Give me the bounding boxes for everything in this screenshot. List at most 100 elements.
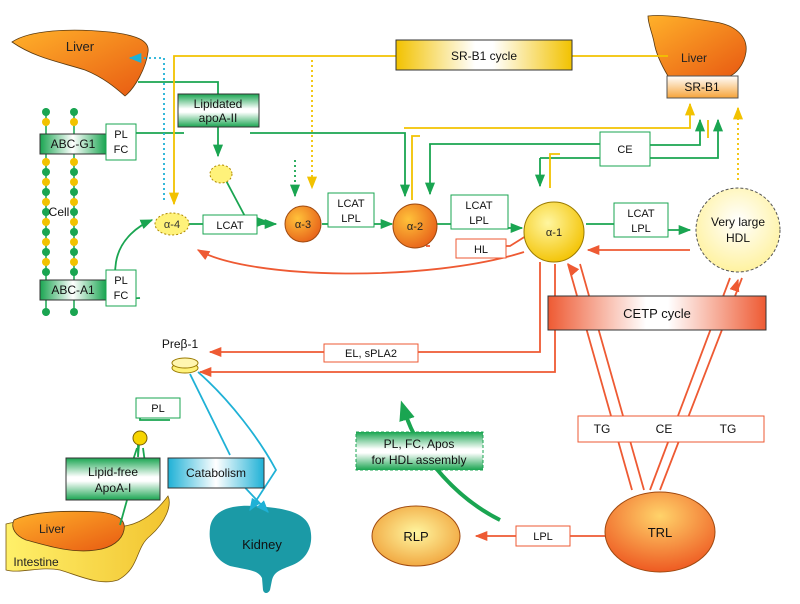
lcat-lpl-box-1: LCAT LPL [327,192,375,228]
cetp-cycle-label: CETP cycle [623,306,691,321]
lipid-free-apoa1-box: Lipid-free ApoA-I [65,457,161,501]
lipid-head [70,208,78,216]
lipid-head [70,248,78,256]
alpha1-particle: α-1 [523,201,585,263]
pl-fc-g1-line2: FC [114,144,129,156]
ce-top-label: CE [617,144,632,156]
lipid-free-line2: ApoA-I [95,481,132,495]
lipid-head [42,168,50,176]
alpha4-label: α-4 [164,219,180,231]
abc-g1-receptor: ABC-G1 [39,133,107,155]
very-large-hdl-line2: HDL [726,231,750,245]
lpl-bottom-box: LPL [515,525,571,547]
lipid-free-particle [132,430,148,446]
lipid-head [42,258,50,266]
lcat-lpl-1-line2: LPL [341,213,361,225]
lipid-head [42,228,50,236]
lipid-head [70,218,78,226]
ce-mid-label: CE [656,422,673,436]
lipid-free-line1: Lipid-free [88,465,138,479]
hdl-assembly-line1: PL, FC, Apos [384,437,455,451]
ce-top-box: CE [599,131,651,167]
tg-ce-tg-box: TG CE TG [577,415,765,443]
lpl-bottom-label: LPL [533,531,553,543]
kidney-organ: Kidney [209,505,312,593]
lipid-head [42,118,50,126]
lipidated-apoa2-line2: apoA-II [199,111,238,125]
catabolism-label: Catabolism [186,466,246,480]
lipid-head [42,188,50,196]
yellow-pathways [168,55,744,206]
cell-label: Cell [49,205,70,219]
intestine-label: Intestine [13,555,59,569]
liver-label-top-right: Liver [681,51,707,65]
prebeta1-particle: Preβ-1 [162,337,199,374]
lipidated-apoa2-line1: Lipidated [194,97,243,111]
pl-fc-a1-line2: FC [114,290,129,302]
lipid-head [42,208,50,216]
pl-small-label: PL [151,403,164,415]
sr-b1-receptor: SR-B1 [666,75,739,99]
lcat-box-1: LCAT [202,214,258,235]
liver-label-bottom: Liver [39,522,65,536]
abc-a1-receptor: ABC-A1 [39,279,107,301]
lipid-head [42,158,50,166]
lipid-head [70,308,78,316]
trl-label: TRL [648,525,673,540]
lipid-head [42,238,50,246]
very-large-hdl-particle: Very large HDL [695,187,781,273]
lipid-head [70,188,78,196]
abc-g1-label: ABC-G1 [51,137,96,151]
hl-label: HL [474,244,488,256]
sr-b1-label: SR-B1 [684,80,720,94]
lipid-head [70,198,78,206]
lcat-lpl-3-line2: LPL [631,223,651,235]
pl-small-box: PL [135,397,181,419]
hdl-assembly-line2: for HDL assembly [372,453,467,467]
tg-left-label: TG [594,422,611,436]
red-pathways [196,235,743,542]
lipid-head [42,268,50,276]
alpha2-particle: α-2 [392,203,438,249]
lipid-head [70,158,78,166]
alpha1-label: α-1 [546,227,562,239]
abc-a1-label: ABC-A1 [51,283,95,297]
lipid-head [42,108,50,116]
lipid-head [42,308,50,316]
alpha3-label: α-3 [295,219,311,231]
liver-top-right: Liver [647,15,747,77]
lcat-lpl-2-line2: LPL [469,215,489,227]
lipid-head [70,268,78,276]
lipid-head [70,108,78,116]
very-large-hdl-line1: Very large [711,215,765,229]
lcat-lpl-2-line1: LCAT [465,200,493,212]
pl-fc-g1-line1: PL [114,129,127,141]
lipid-head [42,248,50,256]
alpha2-label: α-2 [407,221,423,233]
lipid-head [70,118,78,126]
lipid-head [70,228,78,236]
alpha3-particle: α-3 [284,205,322,243]
lipid-head [70,238,78,246]
alpha4-particle: α-4 [154,212,190,236]
prebeta1-label: Preβ-1 [162,337,199,351]
sr-b1-cycle-label: SR-B1 cycle [451,49,517,63]
lcat-label-1: LCAT [216,220,244,232]
lipid-head [42,178,50,186]
lcat-lpl-3-line1: LCAT [627,208,655,220]
pl-fc-a1-line1: PL [114,275,127,287]
kidney-label: Kidney [242,537,282,552]
lipid-head [70,178,78,186]
el-spla2-box: EL, sPLA2 [323,343,419,363]
liver-bottom: Liver [12,510,125,552]
hdl-assembly-box: PL, FC, Apos for HDL assembly [355,431,484,471]
lcat-lpl-1-line1: LCAT [337,198,365,210]
hdl-assembly-arrow [399,400,501,522]
lcat-lpl-box-2: LCAT LPL [450,194,509,230]
lipidated-apoa2-particle [209,164,233,184]
hl-box: HL [455,238,507,259]
lcat-lpl-box-3: LCAT LPL [613,202,669,238]
el-spla2-label: EL, sPLA2 [345,348,397,360]
